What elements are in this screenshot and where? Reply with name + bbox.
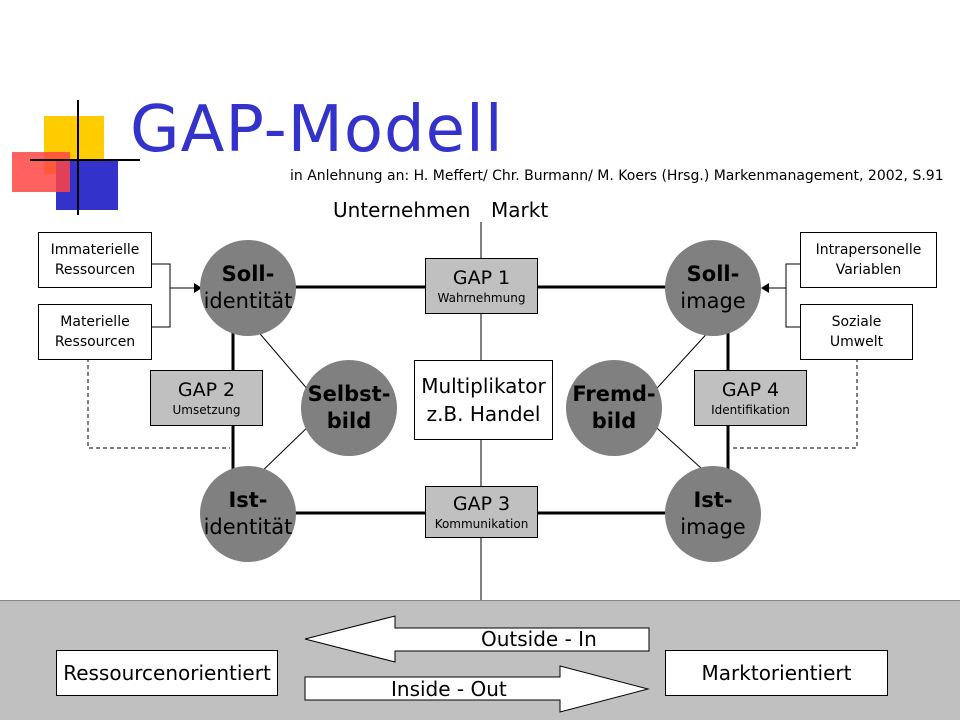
- circle-line: image: [680, 289, 746, 313]
- gap-sublabel: Wahrnehmung: [437, 291, 526, 305]
- intrapersonelle-variablen-box: Intrapersonelle Variablen: [800, 232, 937, 288]
- box-line: Intrapersonelle: [815, 242, 922, 258]
- gap-label: GAP 1: [452, 267, 511, 289]
- gap-label: GAP 4: [721, 379, 780, 401]
- outside-in-arrow-icon: [304, 615, 650, 663]
- gap1-box: GAP 1 Wahrnehmung: [425, 258, 538, 314]
- multiplikator-box: Multiplikator z.B. Handel: [414, 360, 553, 440]
- gap2-box: GAP 2 Umsetzung: [150, 370, 263, 426]
- circle-line: Soll-: [686, 262, 740, 286]
- orientation-arrows: [304, 615, 650, 713]
- box-line: Immaterielle: [50, 242, 140, 258]
- gap-sublabel: Umsetzung: [172, 403, 241, 417]
- soll-identitaet-circle: Soll- identität: [200, 240, 296, 336]
- materielle-ressourcen-box: Materielle Ressourcen: [38, 304, 152, 360]
- gap-sublabel: Kommunikation: [434, 517, 529, 531]
- arrow-into-soll-image-icon: [761, 283, 769, 293]
- fremdbild-circle: Fremd- bild: [566, 360, 662, 456]
- ist-identitaet-circle: Ist- identität: [200, 466, 296, 562]
- soziale-umwelt-box: Soziale Umwelt: [800, 304, 913, 360]
- gap4-box: GAP 4 Identifikation: [694, 370, 807, 426]
- unternehmen-label: Unternehmen: [333, 198, 471, 222]
- circle-line: bild: [326, 409, 372, 433]
- box-line: Materielle: [60, 314, 130, 330]
- multiplikator-line: z.B. Handel: [426, 402, 541, 426]
- page-title: GAP-Modell: [130, 93, 504, 167]
- gap3-box: GAP 3 Kommunikation: [425, 486, 538, 538]
- circle-line: Ist-: [693, 488, 733, 512]
- box-line: Umwelt: [829, 334, 884, 350]
- immaterielle-ressourcen-box: Immaterielle Ressourcen: [38, 232, 152, 288]
- gap-sublabel: Identifikation: [711, 403, 790, 417]
- source-citation: in Anlehnung an: H. Meffert/ Chr. Burman…: [290, 168, 944, 184]
- multiplikator-line: Multiplikator: [421, 374, 546, 398]
- circle-line: identität: [203, 515, 293, 539]
- ressourcenorientiert-label: Ressourcenorientiert: [63, 661, 271, 685]
- circle-line: Ist-: [228, 488, 268, 512]
- gap-label: GAP 2: [177, 379, 236, 401]
- ressourcenorientiert-box: Ressourcenorientiert: [56, 650, 278, 696]
- box-line: Ressourcen: [54, 262, 136, 278]
- circle-line: bild: [591, 409, 637, 433]
- marktorientiert-box: Marktorientiert: [665, 650, 888, 696]
- ist-image-circle: Ist- image: [665, 466, 761, 562]
- circle-line: Soll-: [221, 262, 275, 286]
- slide-logo-icon: [12, 100, 140, 215]
- circle-line: Fremd-: [572, 382, 656, 406]
- selbstbild-circle: Selbst- bild: [301, 360, 397, 456]
- circle-line: Selbst-: [307, 382, 391, 406]
- inside-out-label: Inside - Out: [391, 677, 507, 701]
- box-line: Ressourcen: [54, 334, 136, 350]
- arrow-into-soll-identitaet-icon: [194, 283, 202, 293]
- gap-label: GAP 3: [452, 493, 511, 515]
- circle-line: image: [680, 515, 746, 539]
- circle-line: identität: [203, 289, 293, 313]
- inside-out-arrow-icon: [304, 665, 650, 713]
- outside-in-label: Outside - In: [481, 627, 597, 651]
- box-line: Soziale: [831, 314, 882, 330]
- markt-label: Markt: [491, 198, 549, 222]
- marktorientiert-label: Marktorientiert: [701, 661, 852, 685]
- box-line: Variablen: [835, 262, 902, 278]
- soll-image-circle: Soll- image: [665, 240, 761, 336]
